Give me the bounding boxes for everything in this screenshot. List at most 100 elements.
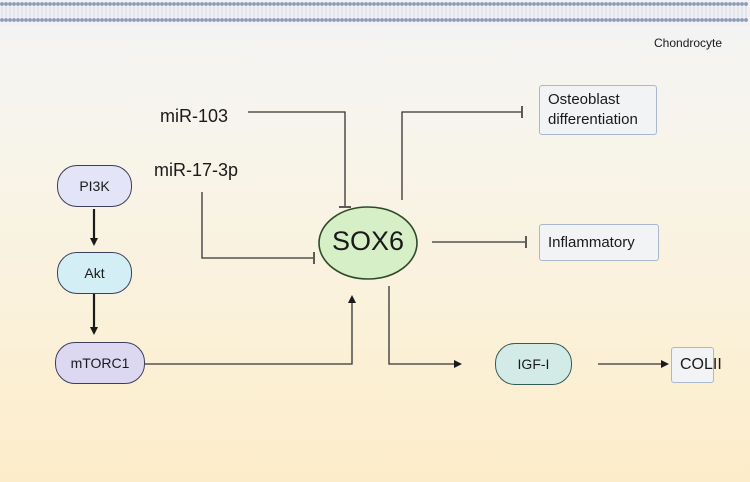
membrane-bead — [492, 2, 496, 6]
membrane-bead — [332, 2, 336, 6]
membrane-bead — [464, 18, 468, 22]
membrane-bead — [152, 18, 156, 22]
membrane-bead — [656, 2, 660, 6]
membrane-bead — [548, 18, 552, 22]
membrane-bead — [284, 2, 288, 6]
membrane-bead — [244, 18, 248, 22]
membrane-bead — [344, 2, 348, 6]
membrane-bead — [268, 2, 272, 6]
membrane-bead — [36, 2, 40, 6]
membrane-bead — [156, 2, 160, 6]
membrane-bead — [652, 18, 656, 22]
membrane-bead — [512, 2, 516, 6]
membrane-bead — [48, 2, 52, 6]
membrane-bead — [432, 18, 436, 22]
membrane-bead — [12, 2, 16, 6]
membrane-bead — [192, 18, 196, 22]
membrane-bead — [48, 18, 52, 22]
membrane-bead — [272, 18, 276, 22]
membrane-bead — [268, 18, 272, 22]
membrane-bead — [360, 2, 364, 6]
membrane-bead — [224, 18, 228, 22]
membrane-bead — [532, 2, 536, 6]
membrane-bead — [388, 18, 392, 22]
membrane-bead — [528, 2, 532, 6]
membrane-bead — [696, 2, 700, 6]
membrane-bead — [0, 18, 4, 22]
membrane-bead — [104, 2, 108, 6]
membrane-bead — [616, 2, 620, 6]
membrane-bead — [376, 18, 380, 22]
membrane-bead — [436, 18, 440, 22]
membrane-bead — [612, 18, 616, 22]
membrane-bead — [664, 2, 668, 6]
membrane-bead — [464, 2, 468, 6]
membrane-bead — [460, 18, 464, 22]
membrane-bead — [512, 18, 516, 22]
membrane-bead — [60, 18, 64, 22]
membrane-bead — [52, 2, 56, 6]
membrane-bead — [68, 18, 72, 22]
membrane-bead — [112, 18, 116, 22]
membrane-bead — [504, 2, 508, 6]
membrane-bead — [216, 18, 220, 22]
membrane-bead — [676, 2, 680, 6]
membrane-bead — [660, 2, 664, 6]
membrane-bead — [376, 2, 380, 6]
membrane-bead — [244, 2, 248, 6]
membrane-bead — [116, 2, 120, 6]
membrane-bead — [412, 2, 416, 6]
mir17-label: miR-17-3p — [154, 160, 239, 180]
membrane-bead — [352, 2, 356, 6]
membrane-bead — [620, 18, 624, 22]
membrane-bead — [408, 2, 412, 6]
membrane-bead — [696, 18, 700, 22]
membrane-bead — [592, 2, 596, 6]
membrane-bead — [692, 2, 696, 6]
membrane-bead — [608, 18, 612, 22]
membrane-bead — [84, 2, 88, 6]
membrane-bead — [736, 2, 740, 6]
colii-box: COLII — [671, 347, 722, 383]
membrane-bead — [336, 2, 340, 6]
sox6-osteoblast-inhibition-line — [401, 111, 521, 200]
membrane-bead — [188, 2, 192, 6]
membrane-bead — [508, 18, 512, 22]
membrane-bead — [24, 2, 28, 6]
membrane-bead — [64, 18, 68, 22]
membrane-bead — [324, 18, 328, 22]
membrane-bead — [560, 18, 564, 22]
membrane-bead — [672, 2, 676, 6]
membrane-bead — [136, 2, 140, 6]
membrane-bead — [480, 2, 484, 6]
membrane-bead — [100, 18, 104, 22]
membrane-bead — [440, 2, 444, 6]
membrane-bead — [132, 18, 136, 22]
membrane-bead — [472, 2, 476, 6]
membrane-bead — [108, 2, 112, 6]
membrane-bead — [340, 18, 344, 22]
membrane-bead — [164, 2, 168, 6]
membrane-bead — [536, 18, 540, 22]
membrane-bead — [640, 18, 644, 22]
membrane-bead — [352, 18, 356, 22]
membrane-bead — [304, 2, 308, 6]
membrane-bead — [488, 18, 492, 22]
membrane-bead — [232, 2, 236, 6]
membrane-bead — [152, 2, 156, 6]
membrane-bead — [172, 2, 176, 6]
akt-node: Akt — [57, 252, 132, 294]
membrane-bead — [716, 18, 720, 22]
membrane-bead — [740, 18, 744, 22]
membrane-bead — [492, 18, 496, 22]
membrane-bead — [412, 18, 416, 22]
membrane-bead — [576, 2, 580, 6]
membrane-bead — [404, 18, 408, 22]
membrane-bead — [312, 2, 316, 6]
membrane-bead — [64, 2, 68, 6]
membrane-bead — [312, 18, 316, 22]
membrane-bead — [116, 18, 120, 22]
membrane-bead — [728, 18, 732, 22]
